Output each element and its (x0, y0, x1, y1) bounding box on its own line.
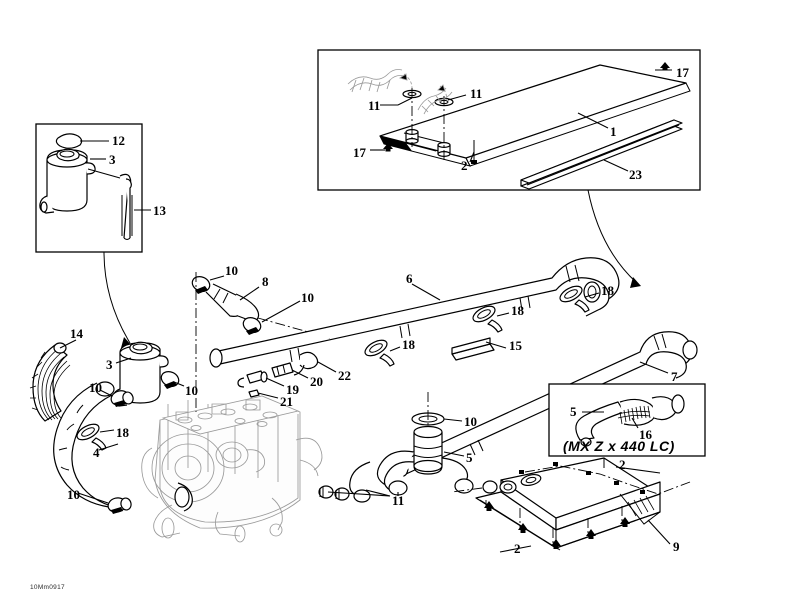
thermostat-sensor-group (237, 351, 319, 398)
mxz-inset-box: (MX Z x 440 LC) (548, 383, 706, 457)
watermark: 10Mm0917 (30, 584, 65, 591)
hose-7 (397, 331, 698, 477)
main-leader-lines (59, 275, 669, 504)
callout-12: 12 (112, 133, 125, 148)
hose-14-corrugated (29, 342, 71, 422)
callout-22: 22 (338, 368, 351, 383)
callout-9: 9 (673, 539, 680, 554)
callout-18-a: 18 (601, 283, 614, 298)
callout-15: 15 (509, 338, 522, 353)
callout-4: 4 (93, 445, 100, 460)
callout-11-c: 11 (392, 493, 405, 508)
callout-2-b: 2 (619, 457, 626, 472)
top-right-inset-box (317, 49, 701, 191)
callout-18-d: 18 (116, 425, 129, 440)
rivet-row-bottom (484, 501, 630, 549)
callout-13: 13 (153, 203, 166, 218)
callout-8: 8 (262, 274, 269, 289)
callout-10-e: 10 (67, 487, 80, 502)
clamp-10-group-left (107, 371, 180, 514)
callout-14: 14 (70, 326, 83, 341)
callout-1: 1 (610, 124, 617, 139)
callout-2-c: 2 (514, 541, 521, 556)
callout-17-b: 17 (353, 145, 366, 160)
callout-20: 20 (310, 374, 323, 389)
callout-18-b: 18 (511, 303, 524, 318)
callout-5-mxz: 5 (570, 404, 577, 419)
callout-3-main: 3 (106, 357, 113, 372)
cable-tie-18-b (472, 305, 503, 333)
callout-5-main: 5 (466, 450, 473, 465)
callout-11-a: 11 (470, 86, 483, 101)
callout-11-b: 11 (368, 98, 381, 113)
callout-17-a: 17 (676, 65, 689, 80)
callout-3-inset: 3 (109, 152, 116, 167)
callout-23: 23 (629, 167, 642, 182)
callout-10-d: 10 (185, 383, 198, 398)
callout-6: 6 (406, 271, 413, 286)
hose-8-assembly (191, 272, 331, 412)
clip-15 (451, 337, 495, 361)
callout-2-a: 2 (461, 158, 468, 173)
cable-tie-18-c (559, 285, 590, 313)
callout-18-c: 18 (402, 337, 415, 352)
callout-10-b: 10 (301, 290, 314, 305)
callout-19: 19 (286, 382, 299, 397)
callout-21: 21 (280, 394, 293, 409)
rivet-row-top (519, 462, 645, 494)
mxz-inset-title: (MX Z x 440 LC) (563, 438, 675, 454)
hose-6 (209, 257, 620, 368)
callout-7: 7 (671, 369, 678, 384)
callout-10-c: 10 (89, 380, 102, 395)
callout-10-a: 10 (225, 263, 238, 278)
hose-4 (53, 381, 193, 512)
callout-16: 16 (639, 427, 652, 442)
cable-tie-18-a (364, 339, 395, 367)
reservoir-inset-box (35, 123, 151, 253)
cable-tie-18-left (76, 423, 107, 451)
heat-exchanger-lower (451, 457, 691, 553)
callout-10-f: 10 (464, 414, 477, 429)
